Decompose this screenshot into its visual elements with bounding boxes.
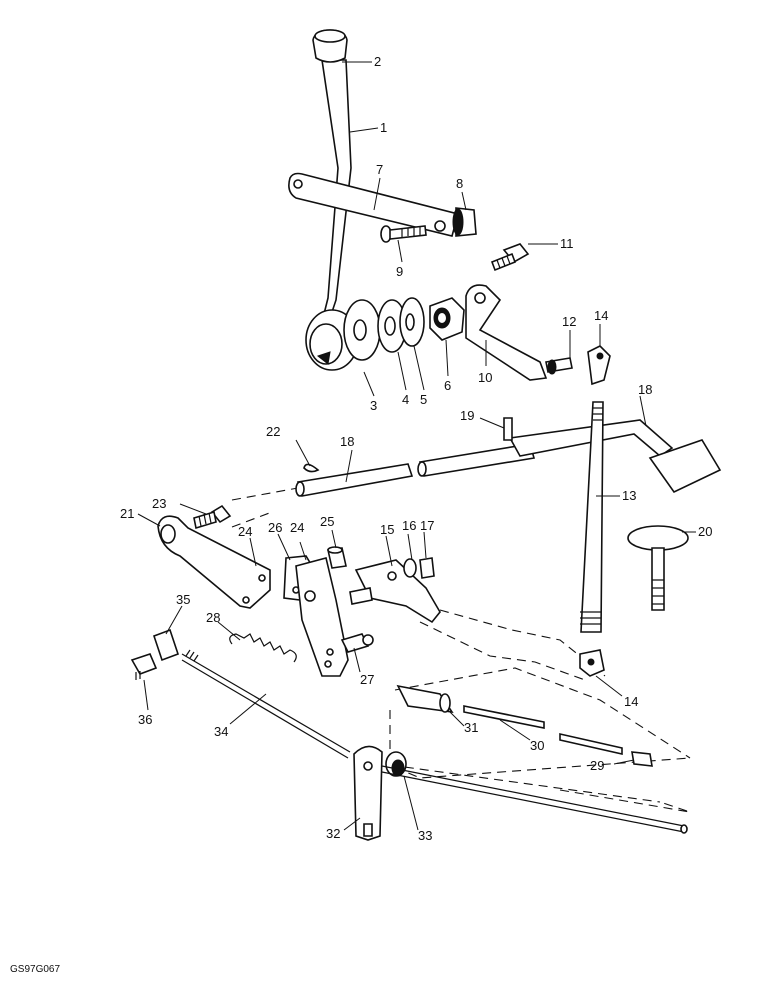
callout-15: 15 [380, 522, 394, 537]
relay-plate [295, 557, 349, 677]
callout-14-top: 14 [594, 308, 608, 323]
callout-26: 26 [268, 520, 282, 535]
callout-13: 13 [622, 488, 636, 503]
clutch-rod [181, 649, 351, 759]
figure-reference-code: GS97G067 [10, 964, 60, 975]
rod-bracket [353, 745, 383, 841]
ball-joint [340, 633, 374, 653]
callout-21: 21 [120, 506, 134, 521]
spring-clip [385, 751, 407, 777]
arm-bolt [490, 243, 530, 272]
leader-lines [137, 61, 696, 831]
callout-36: 36 [138, 712, 152, 727]
callout-24-right: 24 [290, 520, 304, 535]
retaining-clip [303, 463, 320, 473]
callout-24-left: 24 [238, 524, 252, 539]
cross-shaft-left [295, 463, 414, 497]
return-spring [229, 633, 297, 663]
bellcrank-washer-nut [403, 557, 435, 579]
callout-2: 2 [374, 54, 381, 69]
operating-rod [381, 765, 688, 834]
lever-nut [429, 297, 465, 341]
callout-16: 16 [402, 518, 416, 533]
selector-arm [465, 284, 548, 381]
callout-8: 8 [456, 176, 463, 191]
link-arm [288, 172, 459, 237]
rod-end-nut [631, 751, 653, 767]
assembly-dash-lines [231, 487, 691, 813]
callout-19: 19 [460, 408, 474, 423]
clamp-bolt [193, 504, 232, 530]
arm-pin [545, 357, 573, 375]
clutch-lever [157, 515, 271, 609]
callout-6: 6 [444, 378, 451, 393]
callout-18-shaft: 18 [340, 434, 354, 449]
rod-sleeve [396, 684, 454, 714]
cross-shaft-right [417, 443, 536, 477]
grease-nipple-top [587, 345, 611, 386]
callout-27: 27 [360, 672, 374, 687]
callout-18-pedal: 18 [638, 382, 652, 397]
pivot-pin [327, 546, 347, 569]
callout-14-bottom: 14 [624, 694, 638, 709]
callout-5: 5 [420, 392, 427, 407]
rod-end-fitting [130, 628, 180, 680]
callout-17: 17 [420, 518, 434, 533]
callout-7: 7 [376, 162, 383, 177]
adjusting-rod [580, 401, 604, 633]
callout-25: 25 [320, 514, 334, 529]
grease-nipple-bottom [579, 649, 605, 677]
clutch-pedal [508, 419, 722, 494]
bellcrank [349, 559, 441, 624]
callout-30: 30 [530, 738, 544, 753]
callout-23: 23 [152, 496, 166, 511]
callout-10: 10 [478, 370, 492, 385]
callout-29: 29 [590, 758, 604, 773]
callout-labels: 2 1 7 8 9 11 12 14 3 4 5 6 10 19 18 22 1… [120, 54, 712, 843]
callout-34: 34 [214, 724, 228, 739]
callout-22: 22 [266, 424, 280, 439]
callout-32: 32 [326, 826, 340, 841]
pedal-pad [627, 525, 689, 611]
pedal-pin [503, 417, 513, 441]
link-bolt [380, 225, 427, 243]
callout-33: 33 [418, 828, 432, 843]
callout-20: 20 [698, 524, 712, 539]
callout-35: 35 [176, 592, 190, 607]
callout-1: 1 [380, 120, 387, 135]
washer-stack [343, 297, 425, 361]
callout-9: 9 [396, 264, 403, 279]
lever-knob [312, 29, 348, 63]
callout-4: 4 [402, 392, 409, 407]
callout-11: 11 [560, 236, 574, 251]
threaded-stud [463, 705, 623, 756]
callout-31: 31 [464, 720, 478, 735]
callout-28: 28 [206, 610, 220, 625]
callout-3: 3 [370, 398, 377, 413]
callout-12: 12 [562, 314, 576, 329]
link-bush [452, 207, 477, 237]
